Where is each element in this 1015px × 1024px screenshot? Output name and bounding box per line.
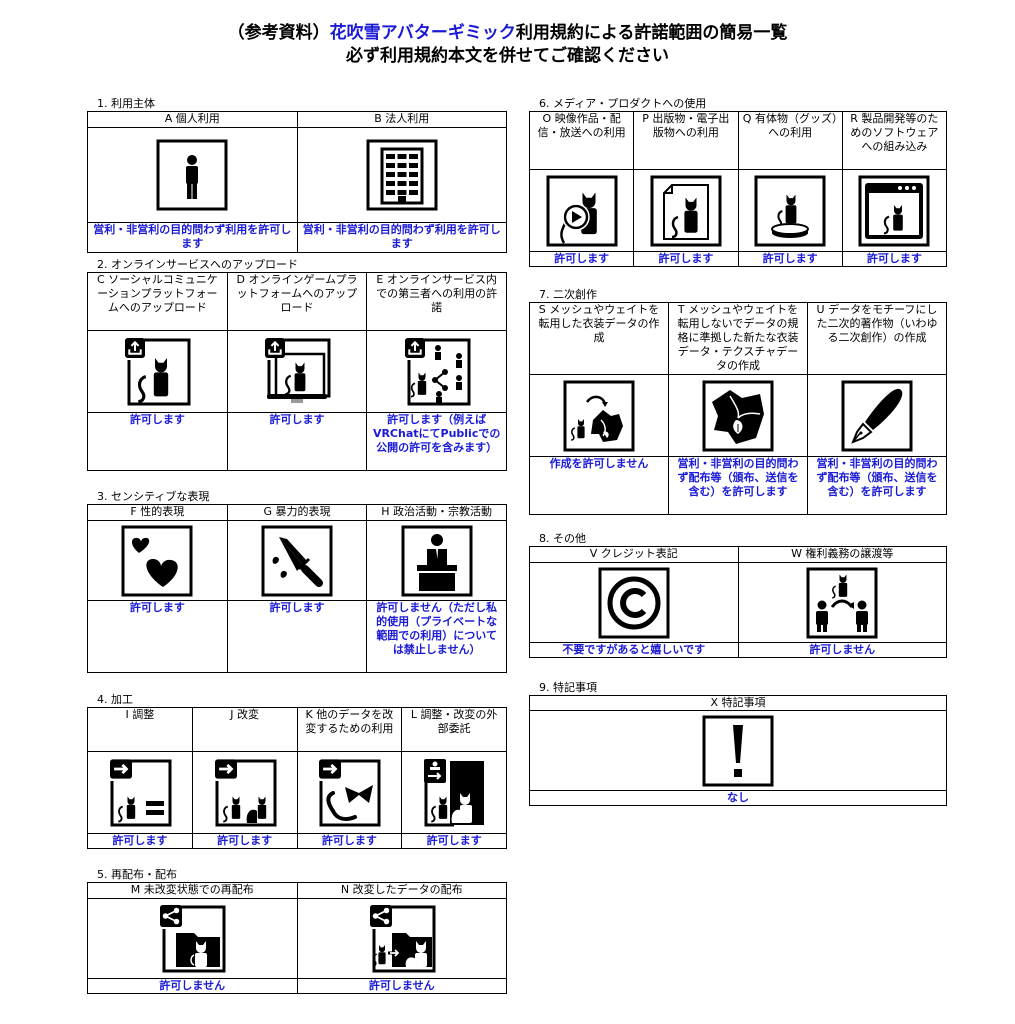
section-usage-subject: 1. 利用主体 A 個人利用 B 法人利用 営利・非営利の目的問わず利用を許可し… <box>87 97 507 253</box>
header-adjust: I 調整 <box>87 707 193 752</box>
header-outsource: L 調整・改変の外部委託 <box>401 707 507 752</box>
result-distribute-modified: 許可しません <box>296 978 507 994</box>
header-credit-notation: V クレジット表記 <box>529 546 739 563</box>
share-modified-icon <box>369 904 436 972</box>
header-video-broadcast: O 映像作品・配信・放送への利用 <box>528 111 635 170</box>
header-social-platform-upload: C ソーシャルコミュニケーションプラットフォームへのアップロード <box>87 272 228 331</box>
clothing-icon <box>702 380 774 451</box>
header-individual-use: A 個人利用 <box>87 111 298 128</box>
result-software-embedding: 許可します <box>841 251 948 267</box>
result-social-platform-upload: 許可します <box>87 412 228 471</box>
section-title: 2. オンラインサービスへのアップロード <box>97 258 298 271</box>
header-third-party-license: E オンラインサービス内での第三者への利用の許諾 <box>366 272 507 331</box>
result-modify: 許可します <box>191 833 298 849</box>
parts-reuse-icon <box>319 758 381 826</box>
header-political-religious: H 政治活動・宗教活動 <box>366 504 507 521</box>
result-rights-transfer: 許可しません <box>737 642 947 658</box>
section-title: 7. 二次創作 <box>539 288 597 301</box>
result-individual-use: 営利・非営利の目的問わず利用を許可します <box>87 222 298 253</box>
result-corporate-use: 営利・非営利の目的問わず利用を許可します <box>296 222 507 253</box>
page-subtitle: 必ず利用規約本文を併せてご確認ください <box>346 46 669 66</box>
header-merchandise: Q 有体物（グッズ）への利用 <box>737 111 843 170</box>
result-sexual-expression: 許可します <box>87 600 228 673</box>
section-derivative-works: 7. 二次創作 S メッシュやウェイトを転用した衣装データの作成 T メッシュや… <box>529 288 947 515</box>
result-clothing-from-mesh: 作成を許可しません <box>529 456 669 515</box>
section-processing: 4. 加工 I 調整 J 改変 K 他のデータを改変するための利用 L 調整・改… <box>87 693 507 849</box>
header-violent-expression: G 暴力的表現 <box>226 504 368 521</box>
figure-stand-icon <box>754 175 826 246</box>
section-title: 9. 特記事項 <box>539 681 597 694</box>
header-modify: J 改変 <box>191 707 298 752</box>
result-political-religious: 許可しません（ただし私的使用（プライベートな範囲での利用）については禁止しません… <box>366 600 507 673</box>
section-others: 8. その他 V クレジット表記 W 権利義務の譲渡等 不要ですがあると嬉しいで… <box>529 532 947 658</box>
result-new-clothing-texture: 営利・非営利の目的問わず配布等（頒布、送信を含む）を許可します <box>668 456 808 515</box>
header-sexual-expression: F 性的表現 <box>87 504 228 521</box>
header-clothing-from-mesh: S メッシュやウェイトを転用した衣装データの作成 <box>529 302 669 375</box>
header-publication: P 出版物・電子出版物への利用 <box>633 111 739 170</box>
header-rights-transfer: W 権利義務の譲渡等 <box>737 546 947 563</box>
title-prefix: （参考資料） <box>227 23 330 43</box>
result-merchandise: 許可します <box>737 251 843 267</box>
header-fan-works: U データをモチーフにした二次的著作物（いわゆる二次創作）の作成 <box>807 302 947 375</box>
section-redistribution: 5. 再配布・配布 M 未改変状態での再配布 N 改変したデータの配布 許可しま… <box>87 868 507 994</box>
result-use-for-other-data: 許可します <box>296 833 403 849</box>
share-folder-icon <box>160 904 226 972</box>
header-use-for-other-data: K 他のデータを改変するための利用 <box>296 707 403 752</box>
knife-blood-icon <box>261 525 333 596</box>
section-title: 6. メディア・プロダクトへの使用 <box>539 97 707 110</box>
rights-transfer-icon <box>806 567 878 638</box>
person-icon <box>156 139 228 211</box>
outsource-icon <box>424 758 485 826</box>
header-game-platform-upload: D オンラインゲームプラットフォームへのアップロード <box>226 272 368 331</box>
section-special-notes: 9. 特記事項 X 特記事項 なし <box>529 681 947 806</box>
result-third-party-license: 許可します（例えばVRChatにてPublicでの公開の許可を含みます） <box>366 412 507 471</box>
page-title: （参考資料）花吹雪アバターギミック利用規約による許諾範囲の簡易一覧 <box>0 22 1015 44</box>
software-window-icon <box>858 175 930 246</box>
document-avatar-icon <box>650 175 722 246</box>
upload-share-users-icon <box>404 337 471 405</box>
modify-avatar-icon <box>214 758 277 826</box>
section-title: 3. センシティブな表現 <box>97 490 210 503</box>
result-credit-notation: 不要ですがあると嬉しいです <box>529 642 739 658</box>
result-game-platform-upload: 許可します <box>226 412 368 471</box>
copyright-icon <box>598 567 670 638</box>
section-online-upload: 2. オンラインサービスへのアップロード C ソーシャルコミュニケーションプラッ… <box>87 258 507 471</box>
section-title: 8. その他 <box>539 532 586 545</box>
section-title: 4. 加工 <box>97 693 133 706</box>
header-special-notes: X 特記事項 <box>529 695 947 711</box>
result-special-notes: なし <box>529 790 947 806</box>
upload-monitor-avatar-icon <box>264 337 331 403</box>
office-building-icon <box>366 139 438 211</box>
avatar-to-clothing-icon <box>563 380 635 451</box>
result-outsource: 許可します <box>401 833 507 849</box>
header-redistribute-unmodified: M 未改変状態での再配布 <box>87 882 298 899</box>
hearts-icon <box>121 525 193 596</box>
section-media-product-use: 6. メディア・プロダクトへの使用 O 映像作品・配信・放送への利用 P 出版物… <box>528 97 948 267</box>
section-title: 1. 利用主体 <box>97 97 155 110</box>
title-suffix: 利用規約による許諾範囲の簡易一覧 <box>515 23 788 43</box>
exclamation-icon <box>702 715 774 786</box>
adjust-equal-icon <box>109 758 172 826</box>
header-corporate-use: B 法人利用 <box>296 111 507 128</box>
result-redistribute-unmodified: 許可しません <box>87 978 298 994</box>
section-title: 5. 再配布・配布 <box>97 868 177 881</box>
header-new-clothing-texture: T メッシュやウェイトを転用しないでデータの規格に準拠した新たな衣装データ・テク… <box>668 302 808 375</box>
video-play-icon <box>546 175 618 246</box>
title-product-name: 花吹雪アバターギミック <box>329 23 516 43</box>
podium-speaker-icon <box>401 525 473 596</box>
result-publication: 許可します <box>633 251 739 267</box>
result-video-broadcast: 許可します <box>528 251 635 267</box>
result-violent-expression: 許可します <box>226 600 368 673</box>
fountain-pen-icon <box>841 380 913 451</box>
header-distribute-modified: N 改変したデータの配布 <box>296 882 507 899</box>
upload-avatar-icon <box>125 337 191 405</box>
header-software-embedding: R 製品開発等のためのソフトウェアへの組み込み <box>841 111 948 170</box>
section-sensitive-expression: 3. センシティブな表現 F 性的表現 G 暴力的表現 H 政治活動・宗教活動 … <box>87 490 507 673</box>
result-adjust: 許可します <box>87 833 193 849</box>
result-fan-works: 営利・非営利の目的問わず配布等（頒布、送信を含む）を許可します <box>807 456 947 515</box>
